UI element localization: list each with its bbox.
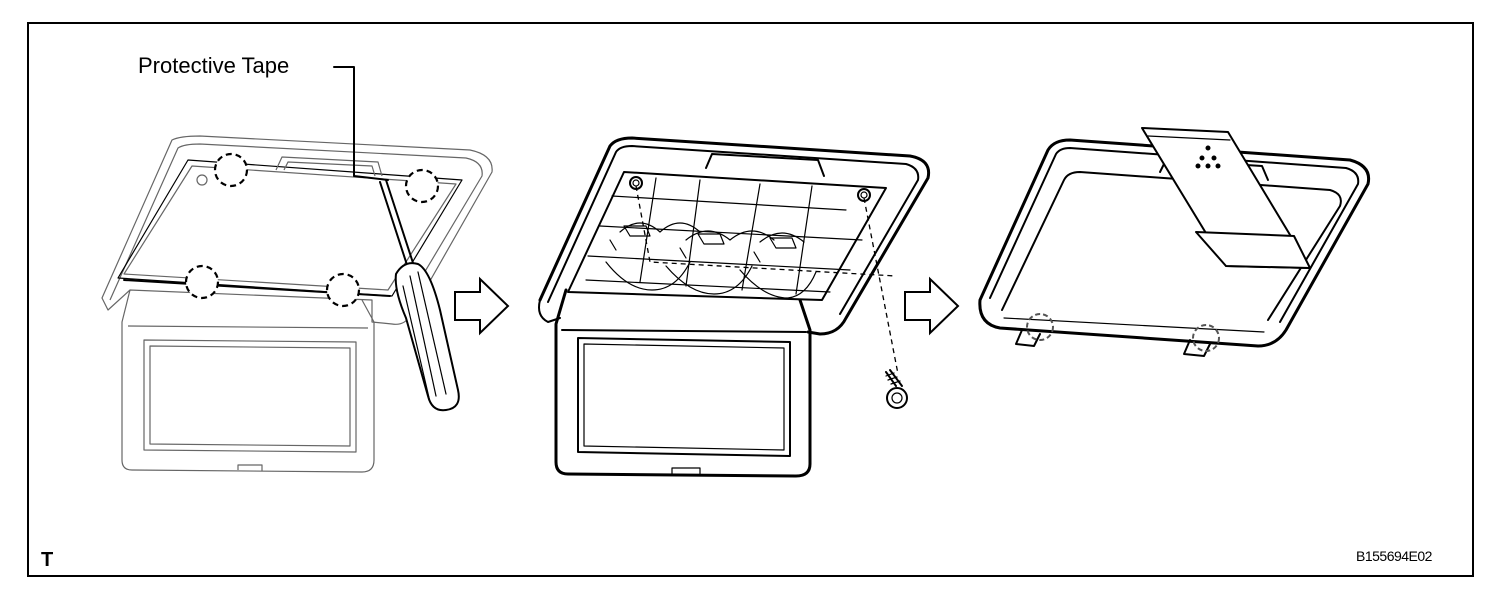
step-3-illustration [978,127,1371,357]
right-arrow-icon [904,276,960,336]
figure-code: B155694E02 [1356,548,1432,564]
corner-mark: T [41,549,54,571]
right-arrow-icon [454,276,510,336]
screwdriver-icon [379,179,460,412]
diagram-frame [27,22,1474,577]
protective-tape-label: Protective Tape [138,53,290,78]
screw-icon [885,369,908,409]
step-2-illustration [538,136,931,478]
step-1-illustration [101,66,493,473]
